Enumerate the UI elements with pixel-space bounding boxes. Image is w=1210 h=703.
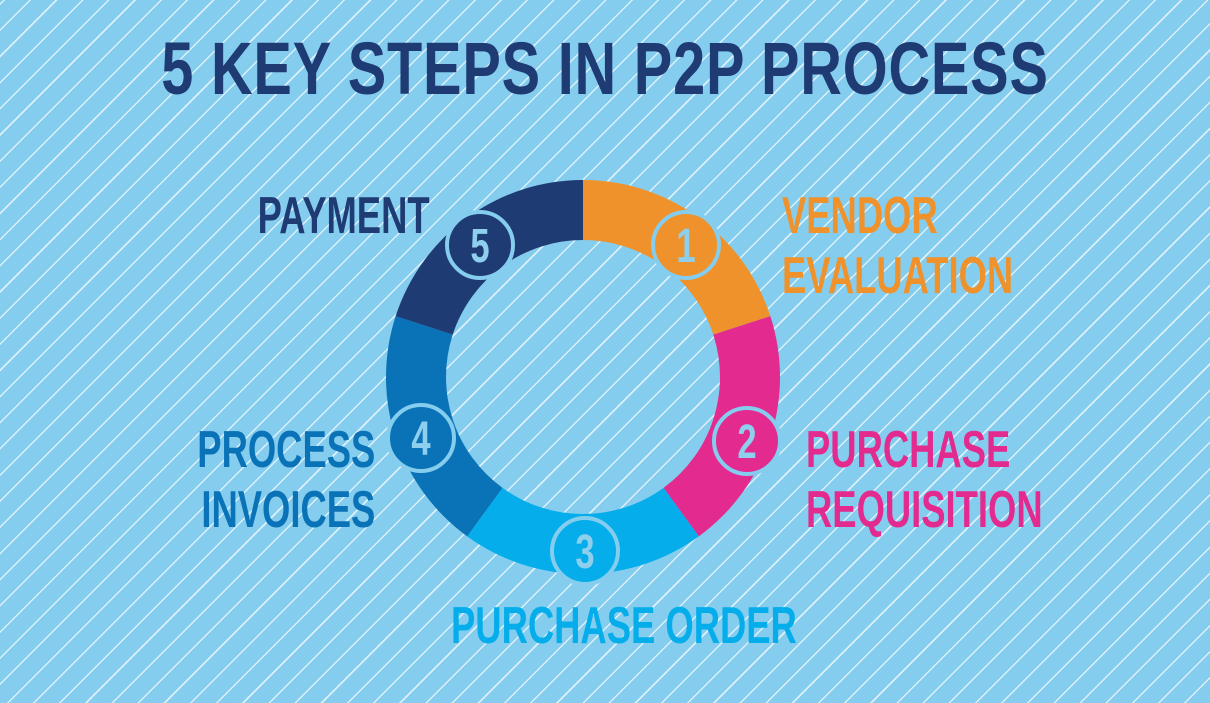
step-1-label-line1: VENDOR (782, 187, 938, 245)
step-4-label-line1: PROCESS (196, 421, 375, 479)
page-title: 5 KEY STEPS IN P2P PROCESS (161, 27, 1049, 110)
step-1-number-badge: 1 (651, 210, 721, 280)
step-4-number: 4 (411, 411, 431, 465)
step-4-label: PROCESS INVOICES (197, 420, 375, 540)
step-3-label-line1: PURCHASE ORDER (451, 597, 797, 655)
step-3-number: 3 (575, 524, 594, 578)
step-4-label-line2: INVOICES (201, 481, 375, 539)
step-2-label: PURCHASE REQUISITION (806, 420, 1043, 540)
step-4-number-badge: 4 (386, 403, 456, 473)
step-2-number-badge: 2 (712, 406, 782, 476)
step-3-number-badge: 3 (550, 516, 620, 586)
step-3-label: PURCHASE ORDER (451, 596, 797, 656)
step-1-label-line2: EVALUATION (782, 247, 1014, 305)
step-5-label-line1: PAYMENT (258, 187, 430, 245)
step-1-label: VENDOR EVALUATION (782, 186, 1013, 306)
step-5-number-badge: 5 (445, 210, 515, 280)
step-2-number: 2 (737, 414, 756, 468)
step-2-label-line2: REQUISITION (806, 481, 1043, 539)
step-5-number: 5 (470, 218, 489, 272)
step-5-label: PAYMENT (258, 186, 430, 246)
step-2-label-line1: PURCHASE (806, 421, 1011, 479)
step-1-number: 1 (676, 218, 695, 272)
